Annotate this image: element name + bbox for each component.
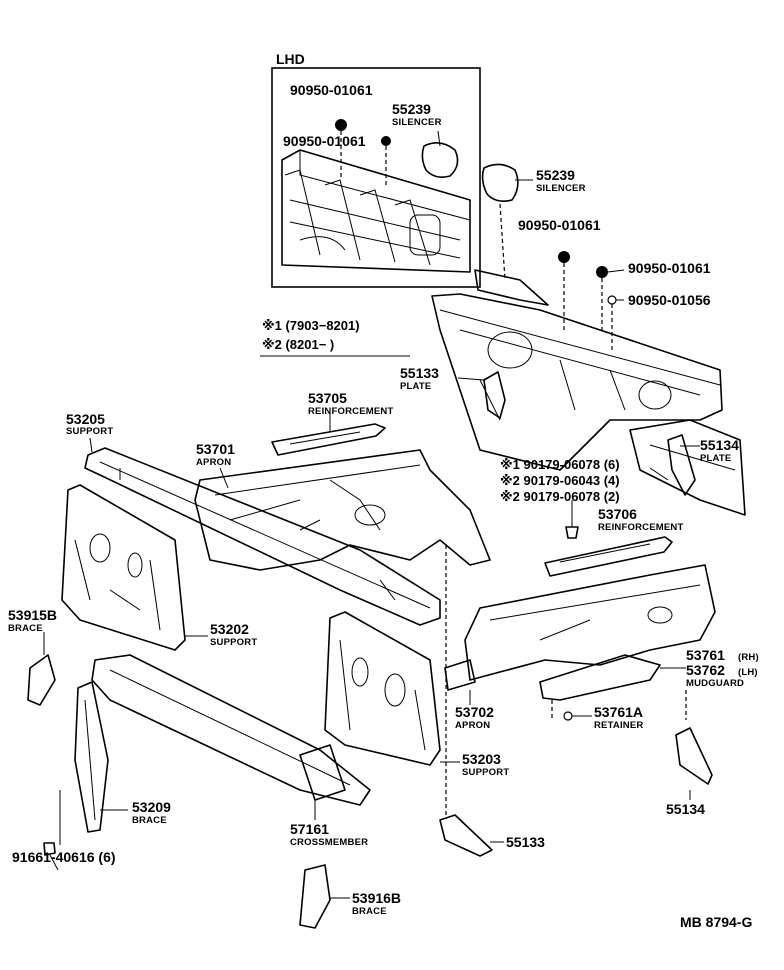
inset-dash-panel xyxy=(281,149,471,273)
label-mudguard-lh-sub: (LH) xyxy=(738,667,758,678)
bolt-91661-icon xyxy=(43,842,56,856)
label-support-53202-sub: SUPPORT xyxy=(210,637,257,648)
silencer-icon xyxy=(481,163,519,202)
label-apron-53702-sub: APRON xyxy=(455,720,490,731)
clip-a-icon xyxy=(558,251,570,263)
label-clip-a: 90950-01061 xyxy=(518,217,601,233)
labels: 90950-01061 90950-01061 55239 SILENCER 5… xyxy=(8,82,759,917)
label-apron-53702: 53702 xyxy=(455,704,494,720)
brace-53915b-icon xyxy=(27,654,56,706)
label-mudguard-rh: 53761 xyxy=(686,647,725,663)
label-inset-clip-top: 90950-01061 xyxy=(290,82,373,98)
label-inset-silencer: 55239 xyxy=(392,101,431,117)
label-support-53202: 53202 xyxy=(210,621,249,637)
clip-c-icon xyxy=(607,295,617,305)
label-silencer-sub: SILENCER xyxy=(536,183,586,194)
retainer-icon xyxy=(563,711,573,721)
label-brace-53209: 53209 xyxy=(132,799,171,815)
inset-title: LHD xyxy=(276,51,305,67)
plate-55133-icon xyxy=(483,371,506,419)
label-brace-53209-sub: BRACE xyxy=(132,815,167,826)
mudguard-icon xyxy=(539,654,661,701)
apron-53702 xyxy=(444,564,716,705)
label-clip-c: 90950-01056 xyxy=(628,292,711,308)
label-retainer-sub: RETAINER xyxy=(594,720,643,731)
label-mudguard-word: MUDGUARD xyxy=(686,678,744,689)
label-brace-53916b-sub: BRACE xyxy=(352,906,387,917)
label-crossmember: 57161 xyxy=(290,821,329,837)
label-plate-55134-low: 55134 xyxy=(666,801,705,817)
brace-53209 xyxy=(43,681,128,871)
note-2: ※2 (8201− ) xyxy=(262,337,334,352)
label-brace-53915b: 53915B xyxy=(8,607,57,623)
brace-53916b-icon xyxy=(299,864,331,929)
dash-panel-upper xyxy=(431,269,746,516)
apron-53701 xyxy=(194,449,491,571)
plate-55133-lower-icon xyxy=(439,814,493,857)
label-mudguard-rh-sub: (RH) xyxy=(738,652,759,663)
support-53202 xyxy=(61,484,208,651)
label-plate-55134: 55134 xyxy=(700,437,739,453)
label-bolt-2: ※2 90179-06043 (4) xyxy=(500,473,620,488)
label-plate-55133-low: 55133 xyxy=(506,834,545,850)
label-crossmember-sub: CROSSMEMBER xyxy=(290,837,368,848)
label-reinf-53706-sub: REINFORCEMENT xyxy=(598,522,683,533)
inset-clip-side-icon xyxy=(381,136,391,146)
clip-b-icon xyxy=(596,266,608,278)
note-1: ※1 (7903−8201) xyxy=(262,318,360,333)
label-support-53205-sub: SUPPORT xyxy=(66,426,113,437)
inset-silencer-icon xyxy=(421,142,459,178)
label-plate-55134-sub: PLATE xyxy=(700,453,731,464)
support-53203 xyxy=(324,611,460,766)
label-support-53203: 53203 xyxy=(462,751,501,767)
support-53205 xyxy=(84,437,441,626)
label-apron-53701: 53701 xyxy=(196,441,235,457)
crossmember-57161 xyxy=(91,654,371,820)
label-brace-53915b-sub: BRACE xyxy=(8,623,43,634)
label-reinf-53705: 53705 xyxy=(308,390,347,406)
label-brace-53916b: 53916B xyxy=(352,890,401,906)
label-inset-clip-side: 90950-01061 xyxy=(283,133,366,149)
bolt-icon xyxy=(565,526,579,539)
label-bolt-91661: 91661-40616 (6) xyxy=(12,849,116,865)
label-bolt-3: ※2 90179-06078 (2) xyxy=(500,489,620,504)
label-mudguard-lh: 53762 xyxy=(686,662,725,678)
year-notes: ※1 (7903−8201) ※2 (8201− ) xyxy=(260,318,410,357)
label-apron-53701-sub: APRON xyxy=(196,457,231,468)
label-reinf-53705-sub: REINFORCEMENT xyxy=(308,406,393,417)
inset-clip-top-icon xyxy=(335,119,347,131)
lhd-inset: LHD xyxy=(271,51,481,288)
plate-55134-icon xyxy=(667,434,696,496)
label-reinf-53706: 53706 xyxy=(598,506,637,522)
label-support-53205: 53205 xyxy=(66,411,105,427)
label-support-53203-sub: SUPPORT xyxy=(462,767,509,778)
reinforcement-53706-icon xyxy=(544,536,673,577)
drawing-code: MB 8794-G xyxy=(680,914,752,930)
label-inset-silencer-sub: SILENCER xyxy=(392,117,442,128)
label-silencer: 55239 xyxy=(536,167,575,183)
plate-55134-lower-icon xyxy=(675,727,713,785)
label-retainer: 53761A xyxy=(594,704,643,720)
label-plate-55133-sub: PLATE xyxy=(400,381,431,392)
label-plate-55133: 55133 xyxy=(400,365,439,381)
label-clip-b: 90950-01061 xyxy=(628,260,711,276)
reinforcement-53705-icon xyxy=(271,423,386,456)
label-bolt-1: ※1 90179-06078 (6) xyxy=(500,457,620,472)
